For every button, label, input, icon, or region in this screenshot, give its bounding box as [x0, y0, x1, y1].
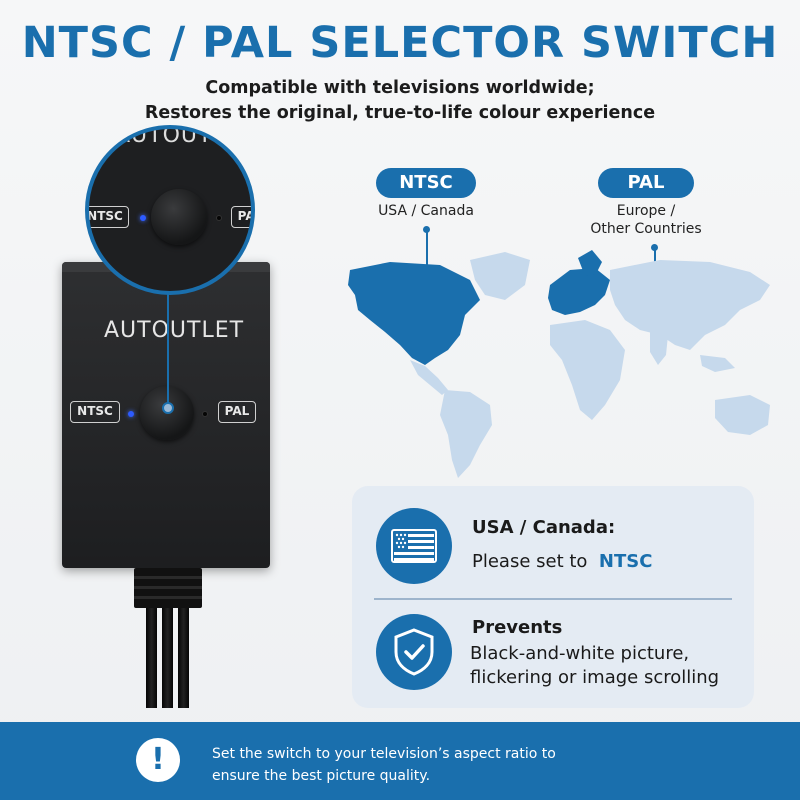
scandinavia-shape [578, 250, 602, 276]
ntsc-tag: NTSC [70, 401, 120, 423]
ntsc-region-text: USA / Canada [378, 203, 474, 219]
footer-line-1: Set the switch to your television’s aspe… [212, 746, 556, 762]
europe-shape [548, 268, 610, 315]
pal-pin-dot [651, 244, 658, 251]
pal-tag: PAL [218, 401, 256, 423]
zoom-brand-logo: AUTOUTLET [115, 125, 255, 148]
world-map [348, 250, 770, 478]
australia-shape [715, 395, 770, 435]
cable-connector [134, 568, 202, 608]
footer-line-2: ensure the best picture quality. [212, 768, 431, 784]
magnifier-pointer-dot [162, 402, 174, 414]
subtitle-line-1: Compatible with televisions worldwide; [205, 78, 595, 98]
zoom-pal-led [216, 215, 222, 221]
us-flag-icon [376, 508, 452, 584]
asia-shape [610, 260, 770, 350]
cable-wire [162, 608, 173, 708]
row2-line-1: Black-and-white picture, [470, 643, 690, 664]
magnifier-zoom-lens: AUTOUTLET NTSC PAL [85, 125, 255, 295]
greenland-shape [470, 252, 530, 300]
subtitle: Compatible with televisions worldwide; R… [0, 76, 800, 126]
footer-text: Set the switch to your television’s aspe… [212, 743, 692, 787]
pal-region-text: Europe / Other Countries [578, 202, 714, 238]
row1-text-prefix: Please set to [472, 551, 588, 572]
magnifier-pointer-line [167, 248, 169, 408]
south-america-shape [440, 390, 492, 478]
southeast-asia-shape [700, 355, 735, 372]
pal-map-label: PAL [598, 168, 694, 198]
india-shape [650, 332, 668, 365]
ntsc-pin-dot [423, 226, 430, 233]
pal-led-indicator [202, 411, 208, 417]
cable-wire [146, 608, 157, 708]
row1-heading: USA / Canada: [472, 517, 616, 538]
page-title: NTSC / PAL SELECTOR SWITCH [21, 18, 779, 68]
row2-heading: Prevents [472, 617, 563, 638]
exclamation-icon: ! [136, 738, 180, 782]
central-america-shape [410, 360, 448, 395]
ntsc-map-label: NTSC [376, 168, 476, 198]
shield-check-icon [376, 614, 452, 690]
north-america-shape [348, 262, 480, 365]
footer-bar [0, 722, 800, 800]
row2-text: Black-and-white picture, flickering or i… [470, 642, 719, 690]
pal-region-line-2: Other Countries [590, 221, 702, 237]
row1-ntsc-value: NTSC [598, 551, 653, 572]
ntsc-led-indicator [128, 411, 134, 417]
pal-region-line-1: Europe / [616, 203, 676, 219]
cable-wire [178, 608, 189, 708]
device-brand-logo: AUTOUTLET [104, 318, 245, 343]
zoom-switch-knob [151, 189, 207, 245]
subtitle-line-2: Restores the original, true-to-life colo… [144, 103, 656, 123]
row1-text: Please set to NTSC [472, 550, 652, 574]
zoom-pal-tag: PAL [231, 206, 251, 228]
card-divider [374, 598, 732, 600]
africa-shape [550, 320, 625, 420]
row2-line-2: flickering or image scrolling [470, 667, 720, 688]
zoom-ntsc-led [140, 215, 146, 221]
zoom-ntsc-tag: NTSC [89, 206, 129, 228]
